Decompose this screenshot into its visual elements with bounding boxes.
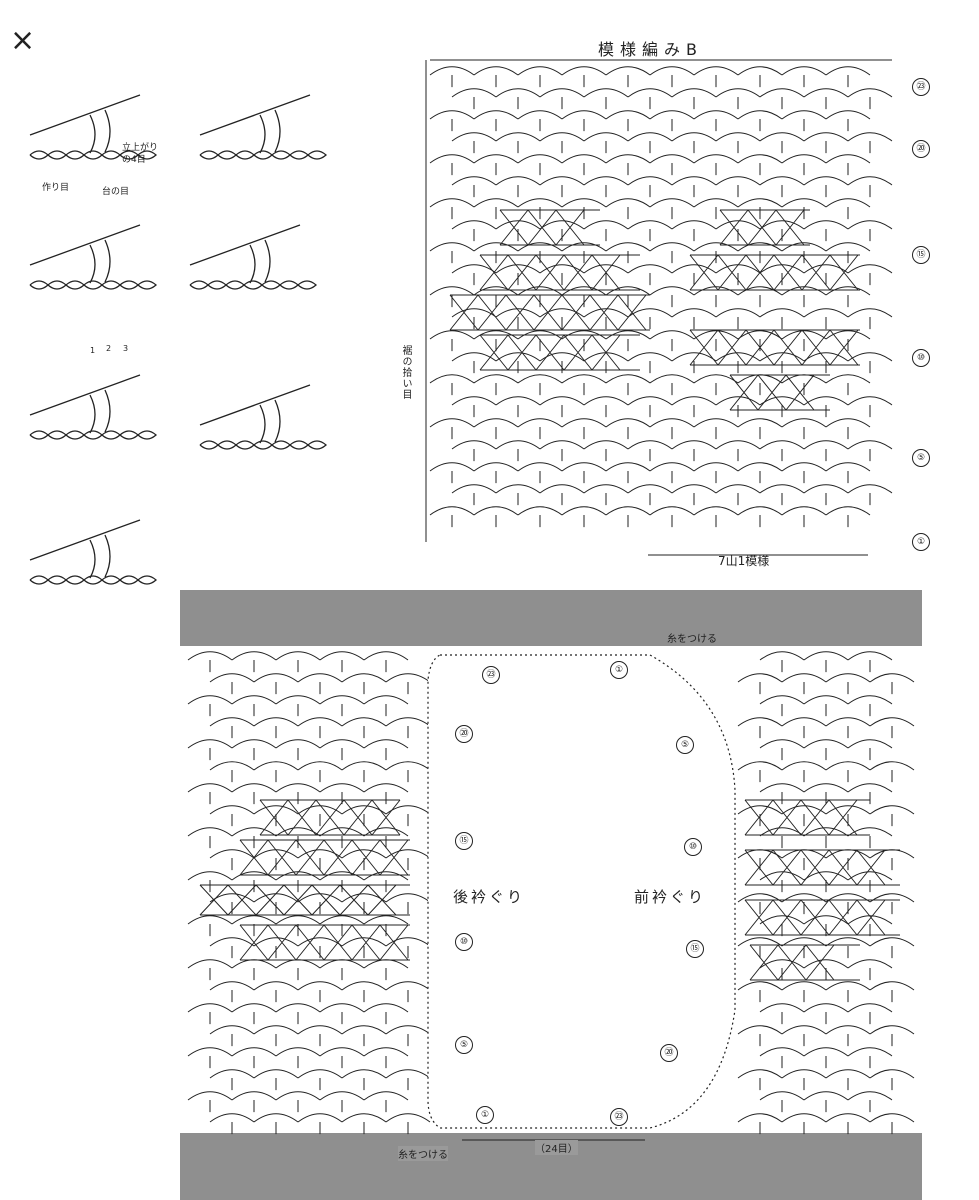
motif-x-block-6 <box>689 254 860 291</box>
marker-text: ⑮ <box>686 940 704 958</box>
marker-text: ⑳ <box>660 1044 678 1062</box>
marker-text: ① <box>610 661 628 679</box>
motif-x-block-8 <box>729 374 830 411</box>
back-marker-10: ⑩ <box>455 929 473 951</box>
motif-x-block-2 <box>479 254 640 291</box>
back-marker-1: ① <box>476 1102 494 1124</box>
illustration-step-2 <box>199 94 327 160</box>
step-number-3: 3 <box>123 344 129 353</box>
label-dainome: 台の目 <box>102 187 130 197</box>
label-no4me: の4目 <box>122 155 146 165</box>
stitch-count: （24目） <box>535 1140 578 1155</box>
front-marker-15: ⑮ <box>686 936 704 958</box>
motif-x-block-7 <box>689 329 860 366</box>
row-marker-1: ① <box>912 529 930 551</box>
marker-text: ⑮ <box>455 832 473 850</box>
step-number-2: 2 <box>106 344 112 353</box>
illustration-step-5 <box>29 374 157 440</box>
row-marker-text: ⑳ <box>912 140 930 158</box>
attach-thread-bottom: 糸をつける <box>398 1146 448 1161</box>
front-marker-20: ⑳ <box>660 1040 678 1062</box>
back-marker-15: ⑮ <box>455 828 473 850</box>
neck-x-block-3 <box>199 884 410 916</box>
front-marker-1: ① <box>610 657 628 679</box>
side-label: 裾の拾い目 <box>400 345 411 400</box>
row-marker-10: ⑩ <box>912 345 930 367</box>
motif-x-block-3 <box>449 294 650 331</box>
marker-text: ㉓ <box>482 666 500 684</box>
row-marker-15: ⑮ <box>912 242 930 264</box>
marker-text: ⑩ <box>684 838 702 856</box>
marker-text: ㉓ <box>610 1108 628 1126</box>
marker-text: ① <box>476 1106 494 1124</box>
neck-x-block-2 <box>239 839 410 876</box>
row-marker-5: ⑤ <box>912 445 930 467</box>
marker-text: ⑳ <box>455 725 473 743</box>
motif-x-block-4 <box>479 334 640 371</box>
pattern-b-title: 模様編みB <box>598 40 703 59</box>
grey-band-top <box>180 590 922 646</box>
pattern-b-stitch-rows <box>429 66 893 528</box>
back-marker-20: ⑳ <box>455 721 473 743</box>
label-tachiagari: 立上がり <box>122 143 159 153</box>
step-number-1: 1 <box>90 346 96 355</box>
neck-x-block-5 <box>744 799 870 836</box>
row-marker-23: ㉓ <box>912 74 930 96</box>
neck-x-block-8 <box>749 944 860 981</box>
row-marker-text: ⑮ <box>912 246 930 264</box>
marker-text: ⑤ <box>455 1036 473 1054</box>
illustration-step-3 <box>29 224 157 290</box>
attach-thread-top: 糸をつける <box>667 634 717 645</box>
neck-x-block-6 <box>744 849 900 886</box>
front-marker-23: ㉓ <box>610 1104 628 1126</box>
neckline-opening <box>427 654 736 1129</box>
back-marker-23: ㉓ <box>482 662 500 684</box>
front-marker-10: ⑩ <box>684 834 702 856</box>
neck-x-block-1 <box>259 799 401 836</box>
front-neckline-label: 前衿ぐり <box>634 888 707 906</box>
row-marker-20: ⑳ <box>912 136 930 158</box>
motif-x-block-1 <box>499 209 600 246</box>
motif-x-block-5 <box>719 209 810 246</box>
marker-text: ⑩ <box>455 933 473 951</box>
row-marker-text: ㉓ <box>912 78 930 96</box>
row-marker-text: ⑩ <box>912 349 930 367</box>
front-marker-5: ⑤ <box>676 732 694 754</box>
back-marker-5: ⑤ <box>455 1032 473 1054</box>
marker-text: ⑤ <box>676 736 694 754</box>
repeat-label: 7山1模様 <box>718 554 770 568</box>
illustration-step-1 <box>29 94 157 160</box>
label-tsukurime: 作り目 <box>42 183 70 193</box>
neck-x-block-4 <box>239 924 410 961</box>
stitch-symbol-icon: × <box>10 23 36 58</box>
back-neckline-label: 後衿ぐり <box>453 888 526 906</box>
illustration-step-6 <box>199 384 327 450</box>
illustration-step-7 <box>29 519 157 585</box>
row-marker-text: ⑤ <box>912 449 930 467</box>
neck-x-block-7 <box>744 899 900 936</box>
row-marker-text: ① <box>912 533 930 551</box>
illustration-step-4 <box>189 224 317 290</box>
